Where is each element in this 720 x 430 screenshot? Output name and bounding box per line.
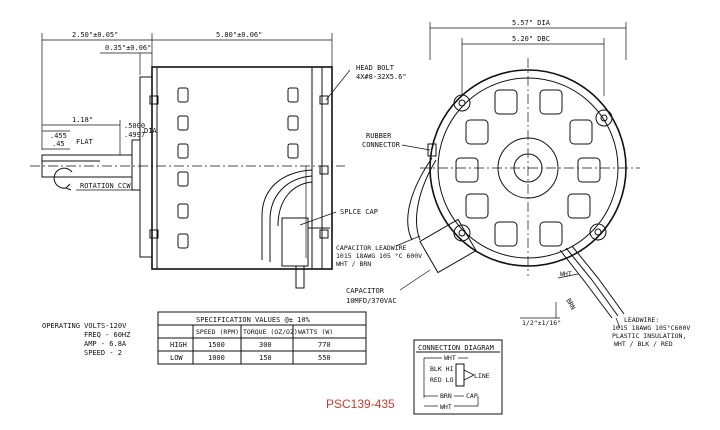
splice-cap — [281, 217, 309, 267]
label-cap-leadwire-color: WHT / BRN — [336, 260, 371, 268]
spec-low-torque: 150 — [259, 354, 272, 362]
dim-motor-dia: 5.57" DIA — [512, 19, 551, 27]
label-leadwire-colors: WHT / BLK / RED — [614, 340, 673, 348]
connection-diagram: CONNECTION DIAGRAM WHT BLK HI RED LO LIN… — [413, 339, 503, 415]
spec-high-watts: 770 — [318, 341, 331, 349]
shaft-hub — [131, 139, 141, 191]
dim-flat-depth-2: .45 — [52, 140, 65, 148]
spec-row-high-label: HIGH — [170, 341, 187, 349]
rotation-arrow-icon — [53, 167, 73, 189]
conn-line: LINE — [474, 372, 490, 380]
dim-body-length: 5.80"±0.06" — [216, 31, 262, 39]
connection-title: CONNECTION DIAGRAM — [418, 344, 494, 352]
operating-amp: AMP - 6.8A — [84, 340, 127, 348]
conn-blk: BLK HI — [430, 365, 454, 373]
capacitor-leadwire — [407, 157, 433, 241]
label-leadwire: LEADWIRE: — [624, 316, 659, 324]
dim-flange-offset: 0.35"±0.06" — [105, 44, 151, 52]
dim-shaft-dia-2: .4997 — [124, 131, 145, 139]
spec-low-watts: 550 — [318, 354, 331, 362]
conn-brn: BRN — [440, 392, 452, 400]
label-cap-leadwire: CAPACITOR LEADWIRE — [336, 244, 407, 252]
conn-wht-top: WHT — [444, 354, 456, 362]
operating-freq: FREQ - 60HZ — [84, 331, 130, 339]
capacitor-body — [419, 218, 477, 274]
dim-shaft-extension: 1.18" — [72, 116, 93, 124]
lead-wire-1 — [261, 169, 313, 260]
label-connector: CONNECTOR — [362, 141, 401, 149]
label-leadwire-spec: 1015 18AWG 105°C600V — [612, 324, 690, 332]
tag-wht: WHT — [560, 270, 572, 278]
label-splice-cap: SPLCE CAP — [340, 208, 378, 216]
label-dia: DIA — [144, 127, 157, 135]
part-number: PSC139-435 — [326, 397, 395, 411]
spec-header-watts: WATTS (W) — [298, 328, 333, 336]
side-view: 2.50"±0.05" 5.80"±0.06" 0.35"±0.06" — [30, 31, 407, 289]
spec-low-speed: 1000 — [208, 354, 225, 362]
operating-speed: SPEED - 2 — [84, 349, 122, 357]
tag-brn: BRN — [564, 297, 577, 311]
conn-wht-bottom: WHT — [440, 403, 452, 411]
label-capacitor-rating: 10MFD/370VAC — [346, 297, 397, 305]
operating-volts: OPERATING VOLTS-120V — [42, 322, 127, 330]
end-view: 5.57" DIA 5.20" DBC RUBBER — [336, 19, 690, 348]
motor-body — [151, 66, 333, 270]
spec-table: SPECIFICATION VALUES @± 10% SPEED (RPM) … — [157, 311, 367, 365]
spec-table-title: SPECIFICATION VALUES @± 10% — [196, 316, 311, 324]
label-capacitor: CAPACITOR — [346, 287, 385, 295]
dim-bolt-circle: 5.20" DBC — [512, 35, 550, 43]
spec-high-speed: 1500 — [208, 341, 225, 349]
dim-overall-length: 2.50"±0.05" — [72, 31, 118, 39]
leadwire-bundle — [559, 249, 613, 319]
spec-row-low-label: LOW — [170, 354, 183, 362]
spec-header-torque: TORQUE (OZ/OZ) — [243, 328, 298, 336]
label-rubber: RUBBER — [366, 132, 392, 140]
label-leadwire-insulation: PLASTIC INSULATION, — [612, 332, 686, 340]
dim-leadwire-length: 1/2"±1/16" — [522, 319, 561, 327]
label-head-bolt: HEAD BOLT — [356, 64, 395, 72]
shaft — [41, 154, 133, 178]
spec-high-torque: 300 — [259, 341, 272, 349]
label-cap-leadwire-spec: 1015 18AWG 105 °C 600V — [336, 252, 422, 260]
label-flat: FLAT — [76, 138, 94, 146]
label-head-bolt-spec: 4X#8-32X5.6" — [356, 73, 407, 81]
body-slots — [177, 87, 299, 249]
operating-data: OPERATING VOLTS-120V FREQ - 60HZ AMP - 6… — [42, 322, 130, 357]
spec-header-speed: SPEED (RPM) — [196, 328, 239, 336]
vent-openings — [455, 89, 601, 247]
conn-cap: CAP — [466, 392, 478, 400]
label-rotation: ROTATION CCW — [80, 182, 131, 190]
dim-flat-depth: .455 — [50, 132, 67, 140]
dim-shaft-dia-1: .5000 — [124, 122, 145, 130]
conn-red: RED LO — [430, 376, 454, 384]
